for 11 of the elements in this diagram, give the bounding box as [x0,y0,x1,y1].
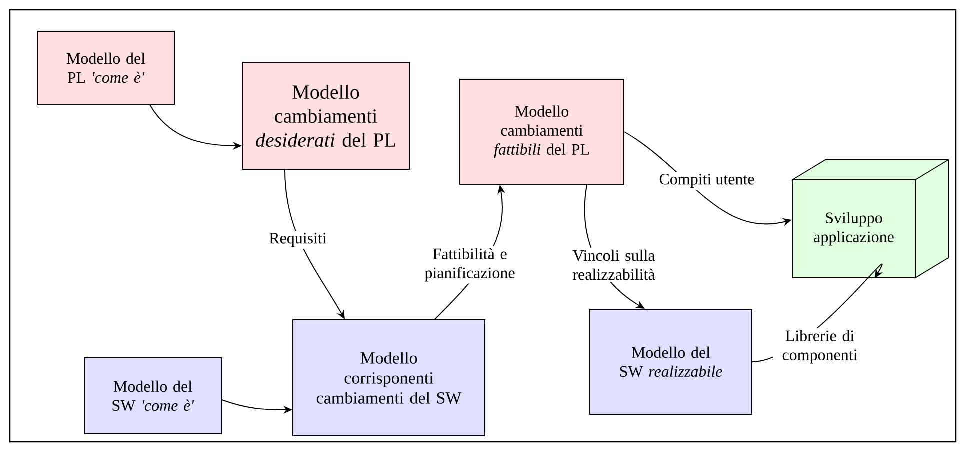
process-box: Modello cambiamenti fattibili del PL [460,79,624,185]
edge-label: Requisiti [267,231,329,249]
edge-label: Vincoli sulla realizzabilità [562,248,666,282]
process-box: Modello del SW 'come è' [84,358,222,434]
edge-label: Fattibilità e pianificazione [414,246,526,284]
edge-label: Compiti utente [657,172,757,190]
process-box: Modello cambiamenti desiderati del PL [242,62,410,170]
process-box: Modello corrisponenti cambiamenti del SW [292,320,486,436]
process-box: Modello del PL 'come è' [37,31,176,105]
edge-label: Librerie di componenti [773,328,867,366]
process-box: Modello del SW realizzabile [590,309,752,415]
